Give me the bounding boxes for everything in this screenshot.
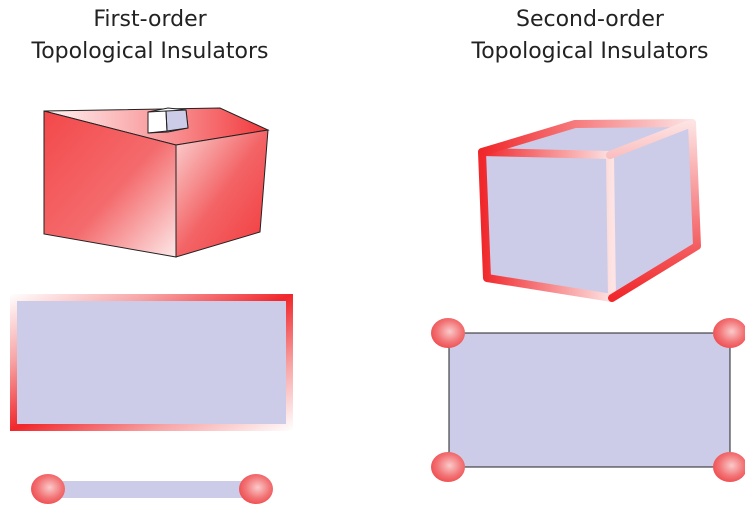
cube-side-face — [175, 129, 269, 258]
cube-notch-edge — [147, 110, 168, 134]
second-order-title: Second-order Topological Insulators — [440, 4, 740, 68]
wire-bulk — [55, 481, 255, 498]
hinge-cube-front-face — [482, 152, 612, 298]
hinge-edge-side — [606, 119, 701, 302]
corner-state-bottom-right — [713, 452, 745, 482]
corner-rect-bulk — [448, 332, 731, 468]
cube-notch-wall — [165, 109, 189, 132]
wire-end-state-left — [31, 474, 65, 504]
first-order-title-line2: Topological Insulators — [31, 39, 269, 64]
second-order-cube — [478, 119, 701, 302]
second-order-title-line1: Second-order — [516, 7, 664, 32]
second-order-rect — [431, 318, 745, 482]
wire-end-state-right — [239, 474, 273, 504]
second-order-title-line2: Topological Insulators — [471, 39, 709, 64]
first-order-slab — [10, 294, 293, 431]
hinge-edge-top — [478, 119, 696, 156]
hinge-cube-top-face — [482, 123, 692, 155]
corner-state-top-left — [431, 318, 465, 348]
corner-state-bottom-left — [431, 452, 465, 482]
first-order-title: First-order Topological Insulators — [0, 4, 300, 68]
first-order-title-line1: First-order — [93, 7, 207, 32]
first-order-cube — [43, 107, 270, 258]
slab-bulk — [17, 301, 286, 424]
corner-state-top-right — [713, 318, 745, 348]
hinge-cube-side-face — [610, 123, 697, 298]
first-order-wire — [31, 474, 273, 504]
